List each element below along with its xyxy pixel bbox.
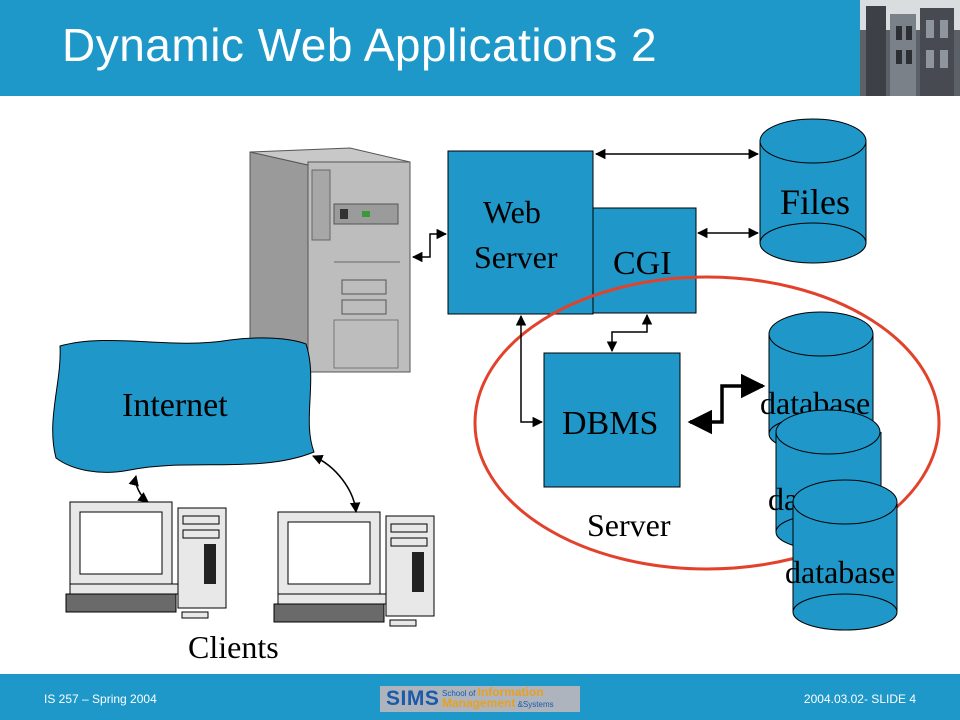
footer-slide-number: 2004.03.02- SLIDE 4 (803, 692, 916, 706)
sims-logo: SIMS School of Information Management &S… (380, 686, 580, 712)
web-server-label: Web (483, 194, 541, 230)
database-cylinder-3 (792, 479, 898, 631)
logo-subtext: School of Information Management &System… (442, 685, 554, 710)
connector-arrows (128, 148, 760, 514)
arrow-client2-internet (312, 454, 361, 514)
logo-school: School of (442, 689, 476, 698)
building-photo (860, 0, 960, 96)
files-cylinder (759, 118, 867, 264)
logo-main-text: SIMS (386, 687, 440, 710)
server-label: Server (587, 507, 671, 543)
arrow-cgi-dbms (606, 313, 653, 353)
footer-course: IS 257 – Spring 2004 (44, 692, 157, 706)
client-computer-icon-1 (65, 501, 227, 619)
logo-management: Management (442, 696, 516, 710)
logo-systems: &Systems (517, 700, 554, 709)
server-tower-icon (249, 147, 411, 373)
dbms-box (543, 352, 681, 488)
clients-label: Clients (188, 629, 279, 665)
internet-cloud (52, 337, 315, 473)
web-server-label-2: Server (474, 239, 558, 275)
internet-label: Internet (122, 387, 228, 424)
web-server-box (447, 150, 594, 315)
arrow-tower-webserver (411, 228, 448, 263)
dbms-label: DBMS (562, 405, 658, 442)
title-bar (0, 0, 960, 96)
arrow-webserver-dbms (515, 314, 544, 428)
client-computer-icon-2 (273, 511, 435, 627)
database-3-label: database (785, 554, 895, 590)
arrow-dbms-database (687, 373, 766, 435)
server-group-ellipse (473, 275, 941, 571)
arrow-client1-internet (128, 474, 149, 503)
architecture-diagram: Web Server CGI Files DBMS database da (52, 118, 941, 665)
cgi-box (592, 207, 697, 314)
slide-title: Dynamic Web Applications 2 (62, 19, 658, 71)
files-label: Files (780, 182, 850, 222)
cgi-label: CGI (613, 245, 672, 282)
logo-information: Information (477, 685, 544, 699)
